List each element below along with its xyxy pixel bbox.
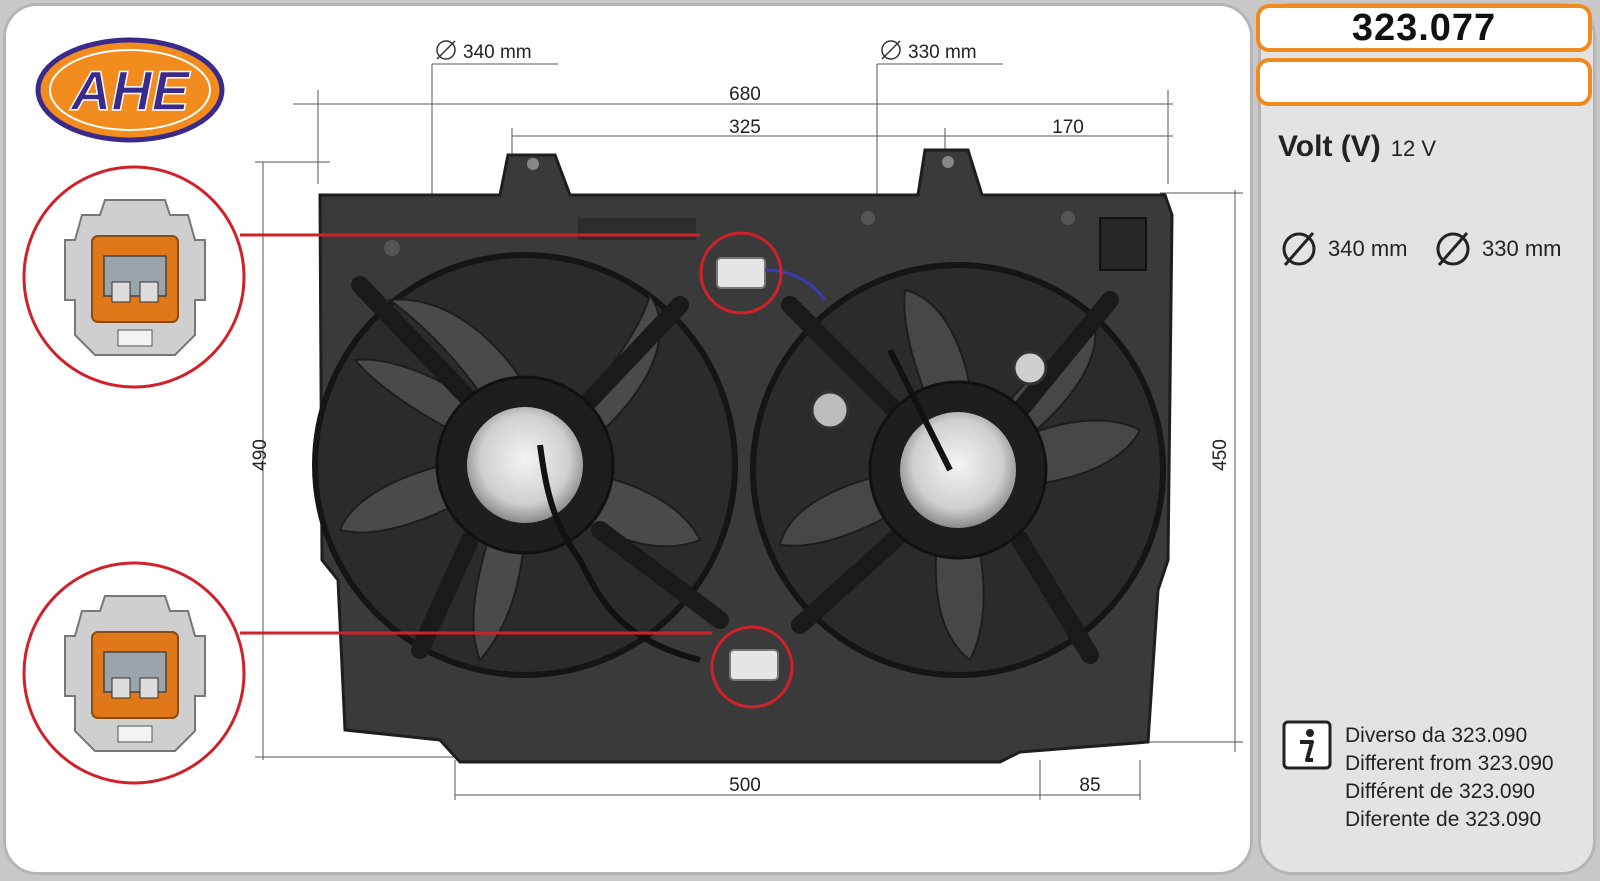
note-line: Différent de 323.090	[1345, 780, 1535, 803]
fan-assembly-drawing: AHE 340 mm 330 mm 680 325 170 490 450 50…	[22, 37, 1243, 800]
ahe-logo: AHE	[35, 37, 225, 143]
bottom-offset-label: 85	[1079, 775, 1100, 796]
fan-right	[750, 262, 1166, 678]
note-line: Diverso da 323.090	[1345, 724, 1528, 747]
note-line: Diferente de 323.090	[1345, 808, 1542, 831]
overall-width-label: 680	[729, 84, 761, 105]
fan-left	[312, 252, 738, 678]
connector-detail-bottom	[64, 595, 206, 752]
part-code: 323.077	[1256, 4, 1592, 52]
diameter-icon	[1282, 232, 1316, 266]
volt-label: Volt (V)	[1278, 130, 1381, 163]
note-line: Different from 323.090	[1345, 752, 1554, 775]
bottom-width-label: 500	[729, 775, 761, 796]
height-right-label: 450	[1210, 439, 1231, 471]
diameter-spec-2: 330 mm	[1434, 230, 1561, 268]
info-icon	[1282, 720, 1332, 775]
secondary-code-box	[1256, 58, 1592, 106]
mount-spacing-label: 325	[729, 117, 761, 138]
diameter-value-1: 340 mm	[1328, 236, 1408, 261]
volt-value: 12 V	[1390, 136, 1437, 161]
connector-top	[716, 257, 827, 301]
logo-text: AHE	[69, 59, 191, 122]
fan1-diameter-label: 340 mm	[463, 42, 532, 63]
voltage-spec: Volt (V) 12 V	[1278, 130, 1436, 164]
dimension-lines	[255, 63, 1243, 800]
compatibility-notes: Diverso da 323.090 Different from 323.09…	[1345, 722, 1554, 834]
diameter-value-2: 330 mm	[1482, 236, 1562, 261]
diameter-spec-1: 340 mm	[1280, 230, 1407, 268]
fan2-diameter-label: 330 mm	[908, 42, 977, 63]
diameter-icon	[1436, 232, 1470, 266]
height-left-label: 490	[250, 439, 271, 471]
connector-bottom	[729, 649, 779, 681]
connector-detail-top	[64, 199, 206, 356]
right-offset-label: 170	[1052, 117, 1084, 138]
diameter-symbol	[436, 40, 901, 60]
